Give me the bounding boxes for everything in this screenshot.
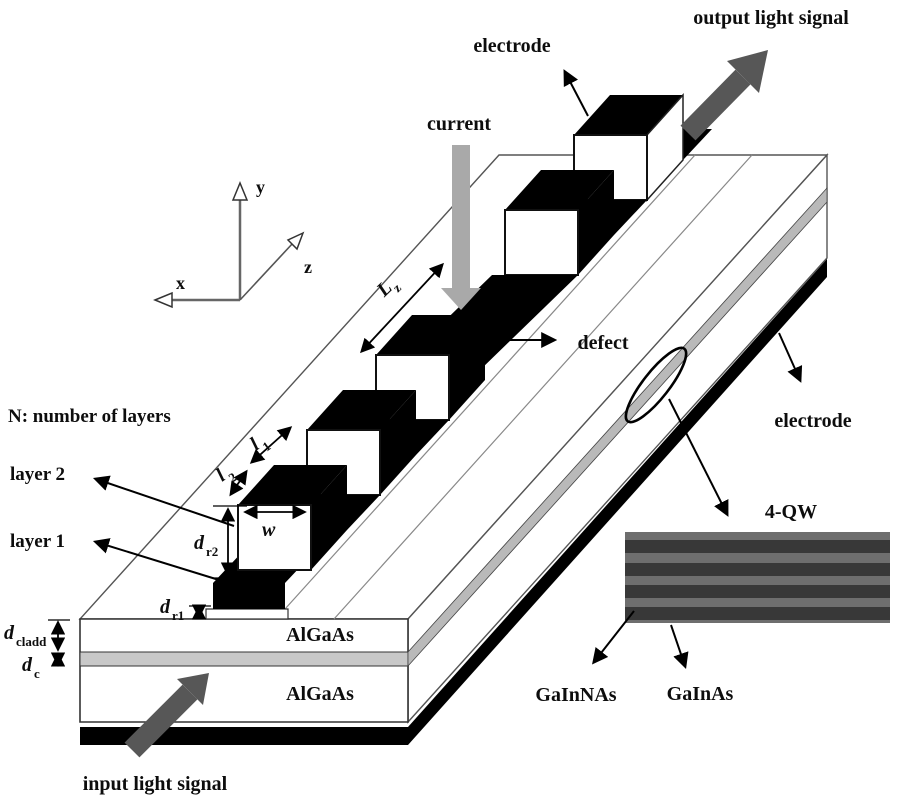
qw-stripe-1 — [625, 540, 890, 553]
label-output-light-signal: output light signal — [693, 7, 849, 29]
input-light-arrow-head — [177, 673, 209, 705]
quantum-well-stack — [625, 532, 890, 623]
svg-text:c: c — [34, 666, 40, 681]
z-axis-arrowhead-icon — [286, 231, 305, 251]
gainnas-pointer-arrow — [592, 610, 635, 665]
grating-ridge — [205, 93, 712, 620]
grating-cube2-top-electrode — [307, 390, 416, 430]
label-electrode-top: electrode — [473, 35, 550, 57]
svg-text:d: d — [160, 596, 171, 618]
active-region-callout-ellipse — [624, 346, 688, 424]
label-algaas-upper: AlGaAs — [286, 624, 354, 646]
svg-text:d: d — [22, 654, 33, 676]
label-4qw: 4-QW — [765, 501, 817, 523]
y-axis-arrowhead-icon — [231, 181, 249, 201]
qw-stripe-4 — [625, 607, 890, 620]
label-input-light-signal: input light signal — [83, 773, 228, 795]
current-arrow — [441, 145, 481, 310]
z-axis-line — [239, 242, 294, 301]
label-w: w — [262, 519, 276, 541]
dimension-arrows — [50, 262, 444, 667]
label-dc: d c — [22, 654, 40, 681]
label-layer2: layer 2 — [10, 464, 65, 485]
output-light-arrow — [680, 50, 768, 141]
grating-cube1-top-electrode — [238, 465, 347, 505]
qw-pointer-arrow — [668, 398, 729, 517]
grating-cube1-side — [311, 465, 347, 570]
label-y-axis: y — [256, 177, 265, 197]
x-axis-arrowhead-icon — [153, 291, 173, 309]
output-light-arrow-head — [727, 50, 768, 93]
label-layer1: layer 1 — [10, 531, 65, 552]
electrode-right-pointer-arrow — [778, 332, 803, 383]
label-n-layers: N: number of layers — [8, 406, 171, 427]
svg-text:r1: r1 — [172, 608, 184, 623]
lz-dimension-arrow — [360, 262, 444, 354]
ridge-base-edge-line — [284, 154, 696, 610]
input-light-arrow-shaft — [124, 684, 198, 758]
label-gainnas: GaInNAs — [535, 684, 616, 706]
grating-cube4-side — [578, 170, 614, 275]
l1-dimension-arrow — [249, 426, 293, 464]
label-electrode-right: electrode — [774, 410, 851, 432]
label-algaas-lower: AlGaAs — [286, 683, 354, 705]
ridge-residual-step — [205, 608, 289, 620]
core-layer-front — [79, 651, 409, 667]
qw-stripe-2 — [625, 563, 890, 576]
label-x-axis: x — [176, 273, 185, 293]
input-light-arrow — [124, 673, 209, 758]
slab-front-face — [79, 618, 409, 723]
label-dcladd: d cladd — [4, 622, 47, 649]
layer1-pointer-arrow — [92, 538, 233, 585]
qw-stripe-3 — [625, 585, 890, 598]
pointer-arrows — [92, 69, 803, 670]
grating-cube4-front — [504, 209, 579, 276]
current-arrow-shaft — [452, 145, 470, 288]
electrode-top-pointer-arrow — [563, 69, 589, 117]
coordinate-axes — [153, 181, 305, 309]
core-layer-side — [407, 186, 828, 668]
grating-cube4-top-electrode — [505, 170, 614, 210]
label-dr1: d r1 — [160, 596, 184, 623]
svg-text:d: d — [4, 622, 15, 644]
mesa-edge-line — [333, 154, 753, 620]
grating-cube3-side — [449, 315, 485, 420]
label-defect: defect — [577, 332, 628, 354]
grating-cube2-side — [380, 390, 416, 495]
current-arrow-head — [441, 288, 481, 310]
label-gainas: GaInAs — [667, 683, 734, 705]
bottom-electrode-side — [408, 259, 827, 745]
gainas-pointer-arrow — [670, 624, 689, 670]
label-z-axis: z — [304, 257, 312, 277]
label-current: current — [427, 113, 491, 135]
svg-text:r2: r2 — [206, 544, 218, 559]
svg-text:d: d — [194, 532, 205, 554]
output-light-arrow-shaft — [680, 69, 751, 141]
dimension-ticks — [48, 505, 247, 621]
label-dr2: d r2 — [194, 532, 218, 559]
l2-dimension-arrow — [229, 469, 248, 497]
ridge-front-face — [213, 583, 285, 609]
layer2-pointer-arrow — [92, 475, 235, 527]
svg-text:cladd: cladd — [16, 634, 47, 649]
